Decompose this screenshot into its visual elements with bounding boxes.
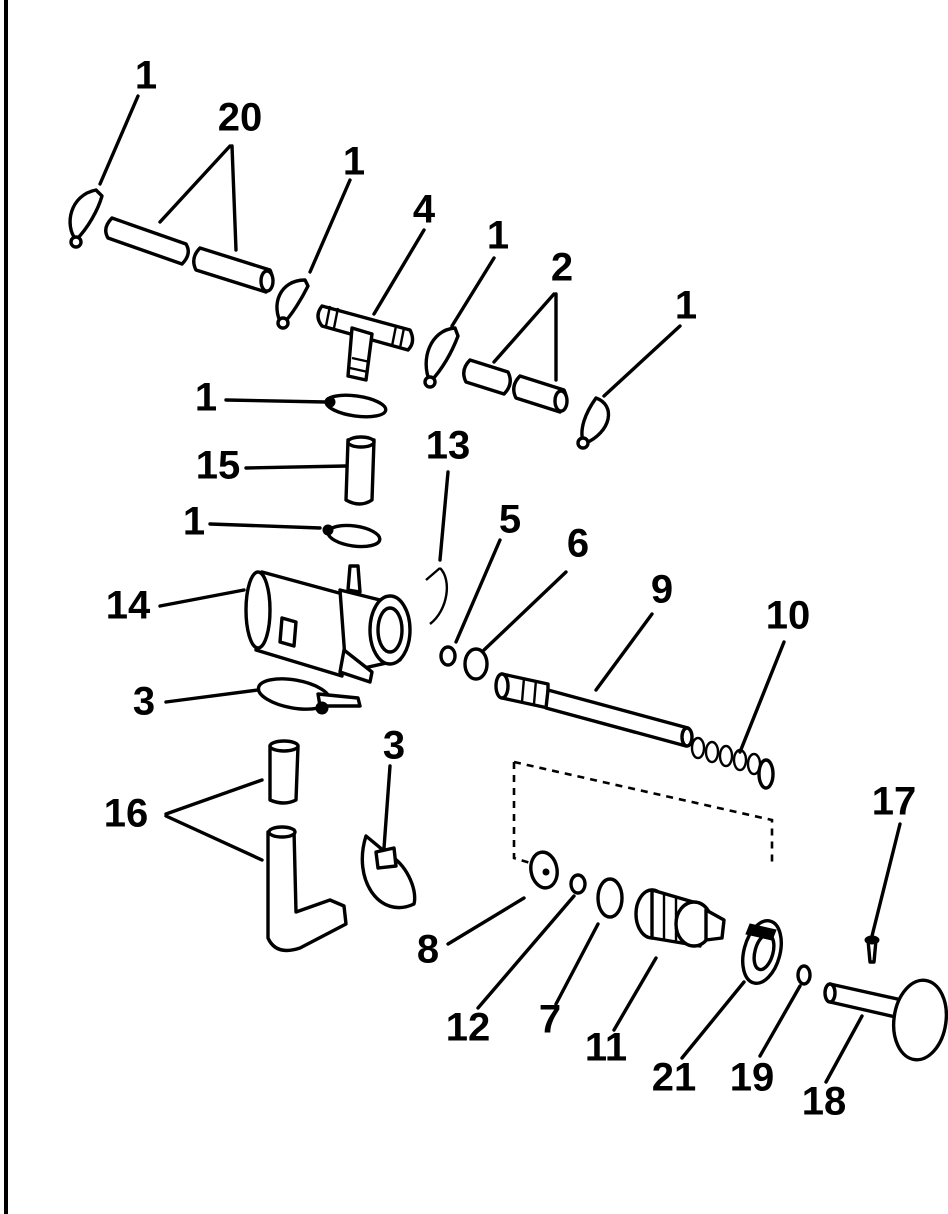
label-9: 9 [651, 568, 673, 612]
valve-stem-9 [494, 672, 694, 748]
hose-2b [512, 374, 569, 414]
screw-17 [864, 935, 880, 964]
dashed-assembly-bracket [512, 760, 774, 868]
leader-lines [98, 94, 902, 1084]
label-12: 12 [446, 1006, 491, 1050]
label-3-lower: 3 [383, 724, 405, 768]
knob-18 [823, 978, 948, 1062]
hose-20b [192, 246, 275, 294]
label-4: 4 [413, 188, 436, 232]
clamp-1b [275, 278, 310, 330]
label-21: 21 [652, 1056, 697, 1100]
label-10: 10 [766, 594, 811, 638]
o-ring-19 [796, 964, 812, 986]
label-16: 16 [104, 792, 149, 836]
valve-assembly-11 [634, 888, 726, 948]
label-8: 8 [417, 928, 439, 972]
clamp-3a [256, 677, 362, 715]
label-5: 5 [499, 498, 521, 542]
label-15: 15 [196, 444, 241, 488]
hose-2a [462, 358, 512, 396]
label-1-top-left: 1 [135, 54, 157, 98]
label-3-upper: 3 [133, 680, 155, 724]
hose-16b [266, 825, 348, 953]
clamp-1d [576, 396, 611, 450]
o-ring-5 [439, 645, 457, 667]
label-20: 20 [218, 96, 263, 140]
label-7: 7 [539, 998, 561, 1042]
clamp-1a [68, 188, 104, 249]
label-1-third: 1 [487, 214, 509, 258]
label-1-second: 1 [343, 140, 365, 184]
washer-8 [529, 850, 559, 890]
o-ring-7 [596, 877, 624, 919]
hose-15 [344, 435, 376, 506]
clamp-1e [324, 393, 388, 419]
o-ring-6 [463, 647, 489, 681]
label-13: 13 [426, 424, 471, 468]
label-17: 17 [872, 780, 917, 824]
retainer-21 [741, 919, 783, 985]
label-1-lower-clamp: 1 [183, 500, 205, 544]
hose-20a [104, 216, 190, 266]
label-1-upper-clamp: 1 [195, 376, 217, 420]
tee-fitting-4 [316, 304, 415, 382]
retaining-ring-13 [425, 567, 448, 625]
spring-10 [690, 736, 775, 790]
label-18: 18 [802, 1080, 847, 1124]
label-2: 2 [551, 246, 573, 290]
label-6: 6 [567, 522, 589, 566]
label-11: 11 [585, 1026, 627, 1070]
o-ring-12 [569, 873, 587, 895]
valve-body-14 [244, 564, 412, 684]
clamp-3b [360, 834, 417, 910]
clamp-1f [322, 523, 382, 549]
clamp-1c [423, 326, 460, 389]
label-19: 19 [730, 1056, 775, 1100]
label-14: 14 [106, 584, 151, 628]
label-1-right: 1 [675, 284, 697, 328]
hose-16a [268, 739, 300, 805]
